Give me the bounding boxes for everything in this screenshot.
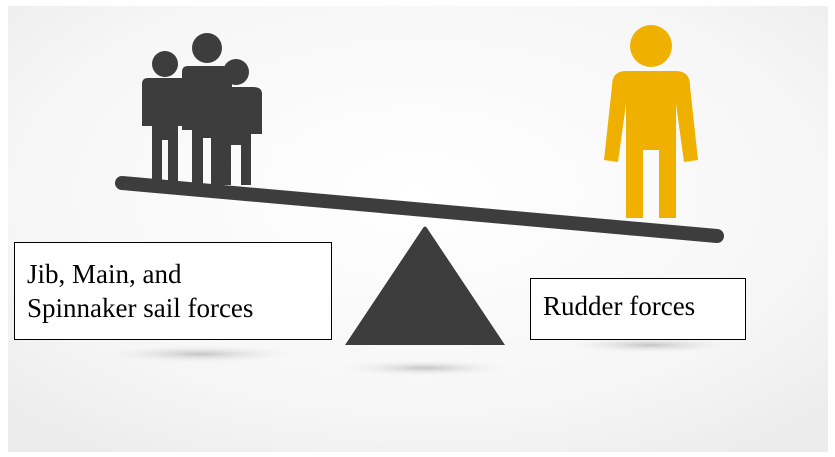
- person-center-icon: [182, 33, 232, 186]
- right-shadow: [555, 336, 745, 354]
- fulcrum-shadow: [330, 359, 520, 377]
- person-icon: [604, 25, 698, 218]
- left-label-box: Jib, Main, and Spinnaker sail forces: [14, 242, 332, 340]
- left-shadow: [90, 344, 310, 364]
- person-left-icon: [142, 51, 188, 182]
- seesaw-plank: [115, 176, 724, 243]
- fulcrum-triangle: [345, 226, 505, 345]
- left-label-line-1: Jib, Main, and: [27, 259, 182, 289]
- left-label-line-2: Spinnaker sail forces: [27, 293, 254, 323]
- right-label: Rudder forces: [543, 291, 696, 321]
- group-of-people-icon: [142, 33, 262, 186]
- right-label-box: Rudder forces: [530, 278, 746, 340]
